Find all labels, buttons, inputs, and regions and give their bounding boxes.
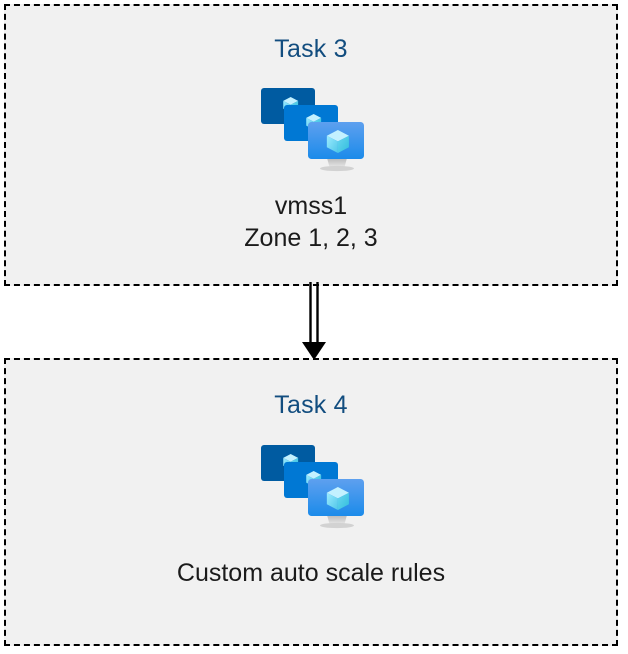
task4-heading: Task 4: [274, 391, 348, 419]
monitor-front-icon: [308, 479, 364, 516]
monitor-stand-icon: [320, 158, 354, 172]
task4-caption: Custom auto scale rules: [177, 558, 445, 590]
monitor-front-icon: [308, 122, 364, 159]
task4-caption-line-1: Custom auto scale rules: [176, 559, 446, 587]
azure-vm-scale-set-icon: [261, 445, 364, 529]
task3-caption: vmss1 Zone 1, 2, 3: [244, 191, 377, 254]
task-box-task3[interactable]: Task 3: [4, 4, 618, 286]
monitor-stand-icon: [320, 515, 354, 529]
task3-caption-line-1: vmss1: [274, 192, 348, 220]
task3-caption-line-2: Zone 1, 2, 3: [244, 223, 378, 252]
connector-arrow-task3-to-task4: [302, 282, 326, 360]
azure-vm-scale-set-icon: [261, 88, 364, 172]
task3-heading: Task 3: [274, 35, 348, 63]
task-box-task4[interactable]: Task 4: [4, 358, 618, 646]
